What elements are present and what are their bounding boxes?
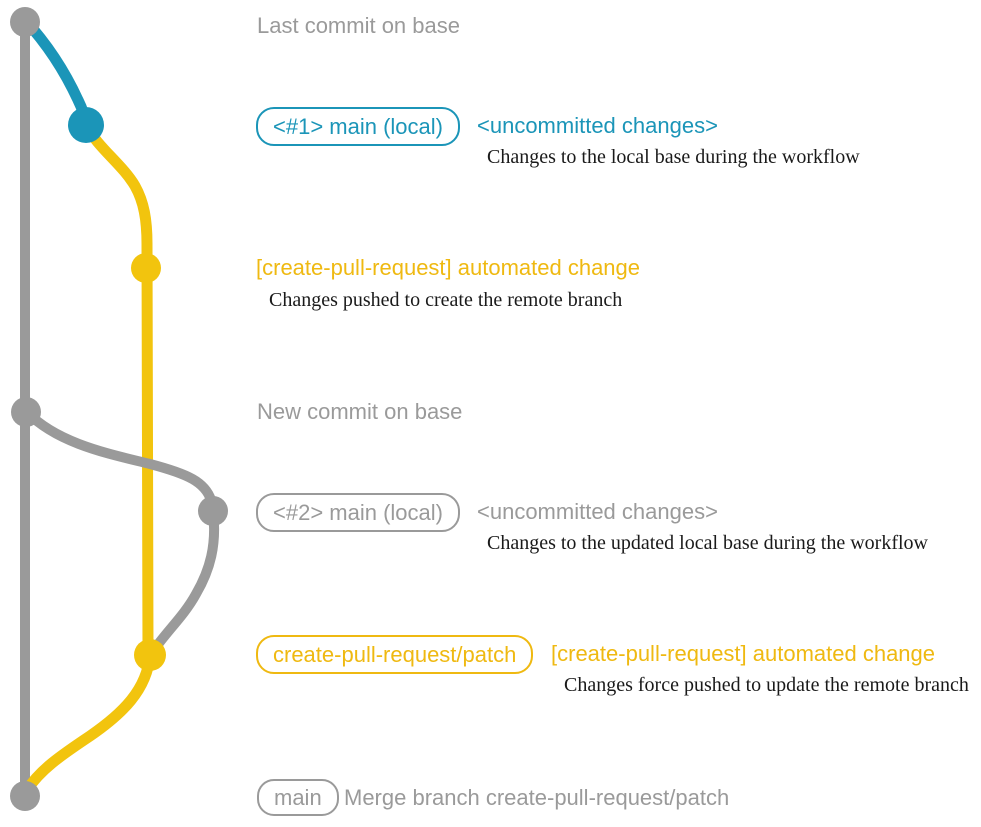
- annotation-patch-1: Changes pushed to create the remote bran…: [269, 289, 623, 311]
- commit-node-base-new: [11, 397, 41, 427]
- commit-message-patch-2: [create-pull-request] automated change: [551, 641, 936, 666]
- branch-badge-label: <#2> main (local): [273, 499, 443, 525]
- branch-badge-label: create-pull-request/patch: [273, 641, 517, 667]
- edge-uncommitted-2: [22, 407, 218, 516]
- commit-message-last-base: Last commit on base: [257, 13, 460, 38]
- commit-message-patch-1: [create-pull-request] automated change: [256, 255, 641, 280]
- edge-patch-branch-create: [80, 119, 154, 661]
- status-uncommitted-2: <uncommitted changes>: [477, 499, 718, 524]
- commit-message-new-base: New commit on base: [257, 399, 463, 424]
- annotation-uncommitted-1: Changes to the local base during the wor…: [487, 146, 860, 168]
- commit-node-patch-2: [134, 639, 166, 671]
- branch-badge-main: main: [257, 779, 339, 816]
- annotation-patch-2: Changes force pushed to update the remot…: [564, 674, 969, 696]
- commit-node-main-local-1: [68, 107, 104, 143]
- commit-node-merge: [10, 781, 40, 811]
- commit-node-main-local-2: [198, 496, 228, 526]
- commit-node-patch-1: [131, 253, 161, 283]
- edge-merge-into-base: [21, 649, 156, 796]
- edge-uncommitted-1: [19, 14, 92, 131]
- commit-message-merge: Merge branch create-pull-request/patch: [344, 785, 730, 810]
- annotation-uncommitted-2: Changes to the updated local base during…: [487, 532, 928, 554]
- edge-patch-branch-update: [149, 506, 220, 655]
- branch-badge-main-local-1: <#1> main (local): [256, 107, 460, 146]
- branch-badge-patch: create-pull-request/patch: [256, 635, 534, 674]
- branch-badge-label: main: [274, 784, 322, 810]
- branch-badge-main-local-2: <#2> main (local): [256, 493, 460, 532]
- commit-node-base-last: [10, 7, 40, 37]
- status-uncommitted-1: <uncommitted changes>: [477, 113, 718, 138]
- branch-badge-label: <#1> main (local): [273, 113, 443, 139]
